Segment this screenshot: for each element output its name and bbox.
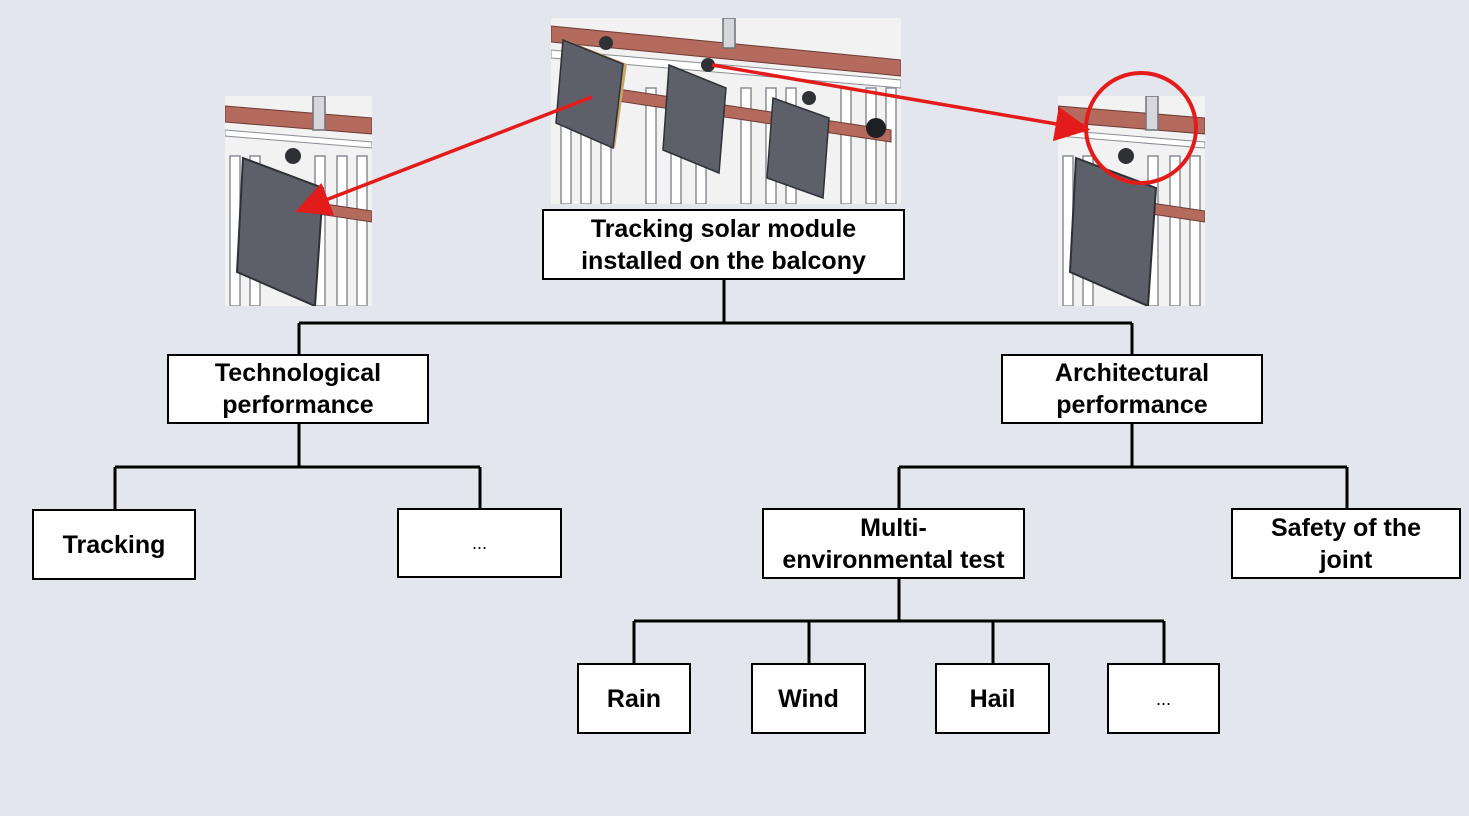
multi-line2: environmental test — [782, 545, 1005, 574]
root-node: Tracking solar module installed on the ba… — [542, 209, 905, 280]
root-node-line1: Tracking solar module — [590, 214, 857, 243]
multi-environmental-more-label: ... — [1155, 688, 1171, 709]
arrow-to-joint-detail — [711, 63, 1091, 142]
multi-environmental-more-node: ... — [1107, 663, 1220, 734]
multi-environmental-test-node: Multi-environmental test — [762, 508, 1025, 579]
root-node-line2: installed on the balcony — [581, 246, 866, 275]
connector-arch-to-children — [897, 423, 1349, 509]
connector-root-to-level1 — [297, 280, 1134, 354]
hail-label: Hail — [969, 684, 1016, 713]
technological-line2: performance — [222, 391, 374, 419]
safety-of-joint-node: Safety of the joint — [1231, 508, 1461, 579]
technological-performance-node: Technological performance — [167, 354, 429, 424]
multi-line1: Multi- — [860, 513, 927, 542]
rain-node: Rain — [577, 663, 691, 734]
connector-tech-to-children — [113, 423, 482, 510]
architectural-line2: performance — [1056, 391, 1208, 419]
hail-node: Hail — [935, 663, 1050, 734]
architectural-line1: Architectural — [1054, 359, 1210, 387]
safety-line2: joint — [1319, 545, 1373, 574]
technological-line1: Technological — [214, 359, 382, 387]
rain-label: Rain — [606, 684, 662, 713]
joint-detail-illustration — [1058, 96, 1205, 306]
wind-label: Wind — [778, 684, 839, 713]
panel-detail-illustration — [225, 96, 372, 306]
tracking-node: Tracking — [32, 509, 196, 580]
architectural-performance-node: Architectural performance — [1001, 354, 1263, 424]
technological-more-node: ... — [397, 508, 562, 578]
connector-multi-to-children — [632, 578, 1166, 663]
tracking-label: Tracking — [62, 530, 166, 559]
balcony-illustration — [551, 18, 901, 204]
arrow-to-panel-detail — [295, 95, 593, 216]
joint-highlight-circle — [1084, 71, 1198, 185]
wind-node: Wind — [751, 663, 866, 734]
technological-more-label: ... — [471, 533, 487, 553]
safety-line1: Safety of the — [1270, 513, 1422, 542]
